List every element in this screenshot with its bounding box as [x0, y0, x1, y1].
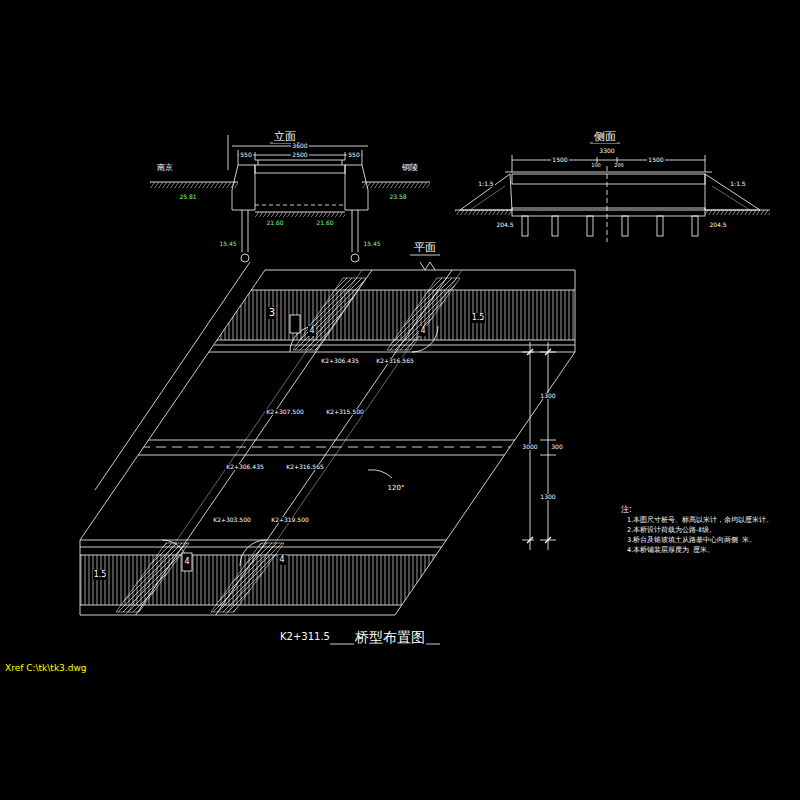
- elevation-view: [150, 135, 430, 262]
- dimension: 1300: [539, 393, 556, 400]
- dimension: 2500: [291, 152, 308, 159]
- direction-label: 南京: [156, 163, 174, 172]
- drawing-title: 桥型布置图: [354, 629, 426, 645]
- slope-ratio: 1:1.5: [477, 181, 494, 188]
- dimension: 3600: [291, 143, 308, 150]
- note-line: 2.本桥设计荷载为公路-Ⅱ级。: [626, 527, 717, 534]
- elevation-value: 15.45: [362, 241, 381, 248]
- elevation-value: 15.45: [218, 241, 237, 248]
- elevation-value: 204.5: [708, 222, 727, 229]
- view-title: 平面: [413, 242, 437, 255]
- station-label: K2+303.500: [212, 517, 252, 524]
- dimension: 1500: [551, 157, 568, 164]
- callout-number: 3: [268, 307, 276, 319]
- station-label: K2+316.565: [375, 358, 415, 365]
- dimension: 1300: [539, 494, 556, 501]
- dimension: 300: [550, 444, 563, 451]
- callout-number: 4: [419, 326, 426, 335]
- callout-number: 4: [278, 555, 285, 564]
- dimension: 550: [239, 152, 252, 159]
- callout-number: 4: [308, 326, 315, 335]
- elevation-value: 25.81: [178, 194, 197, 201]
- station-label: K2+306.435: [225, 464, 265, 471]
- dimension: 550: [347, 152, 360, 159]
- dimension: 100: [590, 163, 602, 169]
- station-title: K2+311.5: [279, 631, 331, 643]
- dimension: 1500: [647, 157, 664, 164]
- view-title: 立面: [273, 131, 297, 144]
- angle-label: 120°: [387, 484, 406, 492]
- side-view: [455, 143, 770, 242]
- elevation-value: 204.5: [495, 222, 514, 229]
- xref-path: Xref C:\tk\tk3.dwg: [4, 663, 87, 673]
- station-label: K2+306.435: [320, 358, 360, 365]
- elevation-value: 23.58: [388, 194, 407, 201]
- elevation-value: 21.60: [265, 220, 284, 227]
- note-line: 4.本桥铺装层厚度为 厘米。: [626, 547, 715, 554]
- note-line: 1.本图尺寸桩号、标高以米计，余均以厘米计。: [626, 517, 774, 524]
- station-label: K2+307.500: [265, 409, 305, 416]
- dimension: 3300: [598, 148, 615, 155]
- slope-ratio: 1:1.5: [729, 181, 746, 188]
- dimension: 3000: [521, 444, 538, 451]
- note-heading: 注:: [620, 505, 633, 514]
- direction-label: 铜陵: [401, 163, 419, 172]
- elevation-value: 21.60: [315, 220, 334, 227]
- station-label: K2+319.500: [270, 517, 310, 524]
- plan-view: [60, 255, 580, 644]
- station-label: K2+316.565: [285, 464, 325, 471]
- view-title: 侧面: [593, 131, 617, 144]
- dimension: 1.5: [471, 313, 486, 322]
- dimension: 1.5: [93, 570, 108, 579]
- callout-number: 4: [183, 557, 190, 566]
- dimension: 200: [613, 163, 625, 169]
- note-line: 3.桥台及锥坡填土从路基中心向两侧 米。: [626, 537, 757, 544]
- station-label: K2+315.500: [325, 409, 365, 416]
